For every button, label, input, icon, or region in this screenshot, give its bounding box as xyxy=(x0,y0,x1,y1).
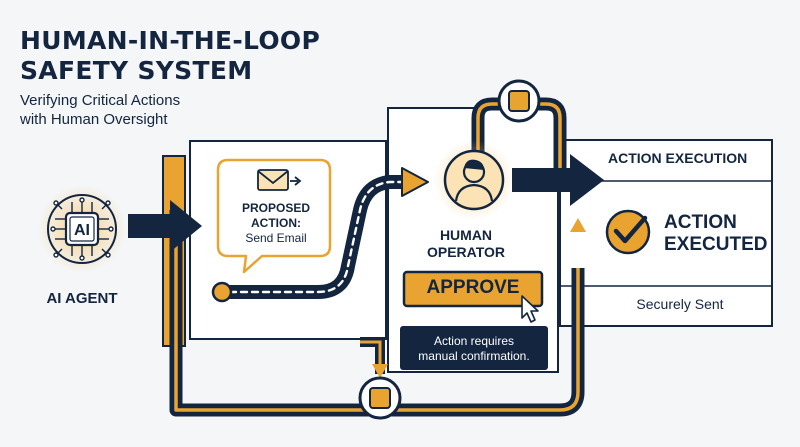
execution-panel xyxy=(559,139,773,327)
page-subtitle: Verifying Critical Actions with Human Ov… xyxy=(20,91,180,129)
note-line-1: Action requires xyxy=(433,334,515,348)
checkmark-icon xyxy=(605,209,651,255)
ai-chip-text: AI xyxy=(74,222,90,239)
note-line-2: manual confirmation. xyxy=(418,349,530,363)
confirmation-note xyxy=(400,326,548,370)
proposed-line-2: ACTION: xyxy=(251,216,301,230)
proposal-bubble xyxy=(216,158,332,274)
ai-chip-icon: AI xyxy=(38,185,126,273)
executed-line-1: ACTION xyxy=(664,212,737,233)
securely-sent-label: Securely Sent xyxy=(636,296,724,312)
human-operator-label: HUMAN OPERATOR xyxy=(406,227,526,261)
title-line-2: SAFETY SYSTEM xyxy=(20,56,253,85)
ai-agent-label: AI AGENT xyxy=(46,290,118,307)
route-road-dashes xyxy=(228,180,406,294)
route-start-dot xyxy=(211,281,233,303)
confirmation-note-text: Action requires manual confirmation. xyxy=(404,334,544,364)
loop-arrowhead-up xyxy=(570,218,586,232)
proposed-line-1: PROPOSED xyxy=(241,201,310,215)
title-line-1: HUMAN-IN-THE-LOOP xyxy=(20,26,321,55)
feedback-loop-accent xyxy=(174,210,580,412)
bottom-checkpoint-node xyxy=(358,376,402,420)
operator-line-2: OPERATOR xyxy=(426,244,506,260)
agent-to-proposal-arrow xyxy=(128,200,202,252)
top-checkpoint-node xyxy=(497,79,541,123)
executed-line-2: EXECUTED xyxy=(664,234,768,255)
envelope-icon xyxy=(257,169,302,191)
subtitle-line-1: Verifying Critical Actions xyxy=(20,92,181,109)
cursor-icon xyxy=(521,295,539,323)
operator-line-1: HUMAN xyxy=(439,227,493,243)
operator-to-execution-arrow xyxy=(512,154,604,206)
approve-button-label[interactable]: APPROVE xyxy=(426,277,520,298)
subtitle-line-2: with Human Oversight xyxy=(20,111,168,128)
proposed-action-label: PROPOSED ACTION: Send Email xyxy=(226,201,326,246)
down-connector-accent xyxy=(360,340,382,374)
proposed-line-3: Send Email xyxy=(245,231,307,245)
action-execution-header: ACTION EXECUTION xyxy=(608,150,748,166)
down-arrowhead xyxy=(372,364,388,378)
person-icon xyxy=(434,140,514,220)
approve-button[interactable] xyxy=(402,270,544,308)
route-arrowhead xyxy=(401,167,429,197)
action-executed-status: ACTION EXECUTED xyxy=(664,212,774,256)
page-title: HUMAN-IN-THE-LOOP SAFETY SYSTEM xyxy=(20,26,320,86)
